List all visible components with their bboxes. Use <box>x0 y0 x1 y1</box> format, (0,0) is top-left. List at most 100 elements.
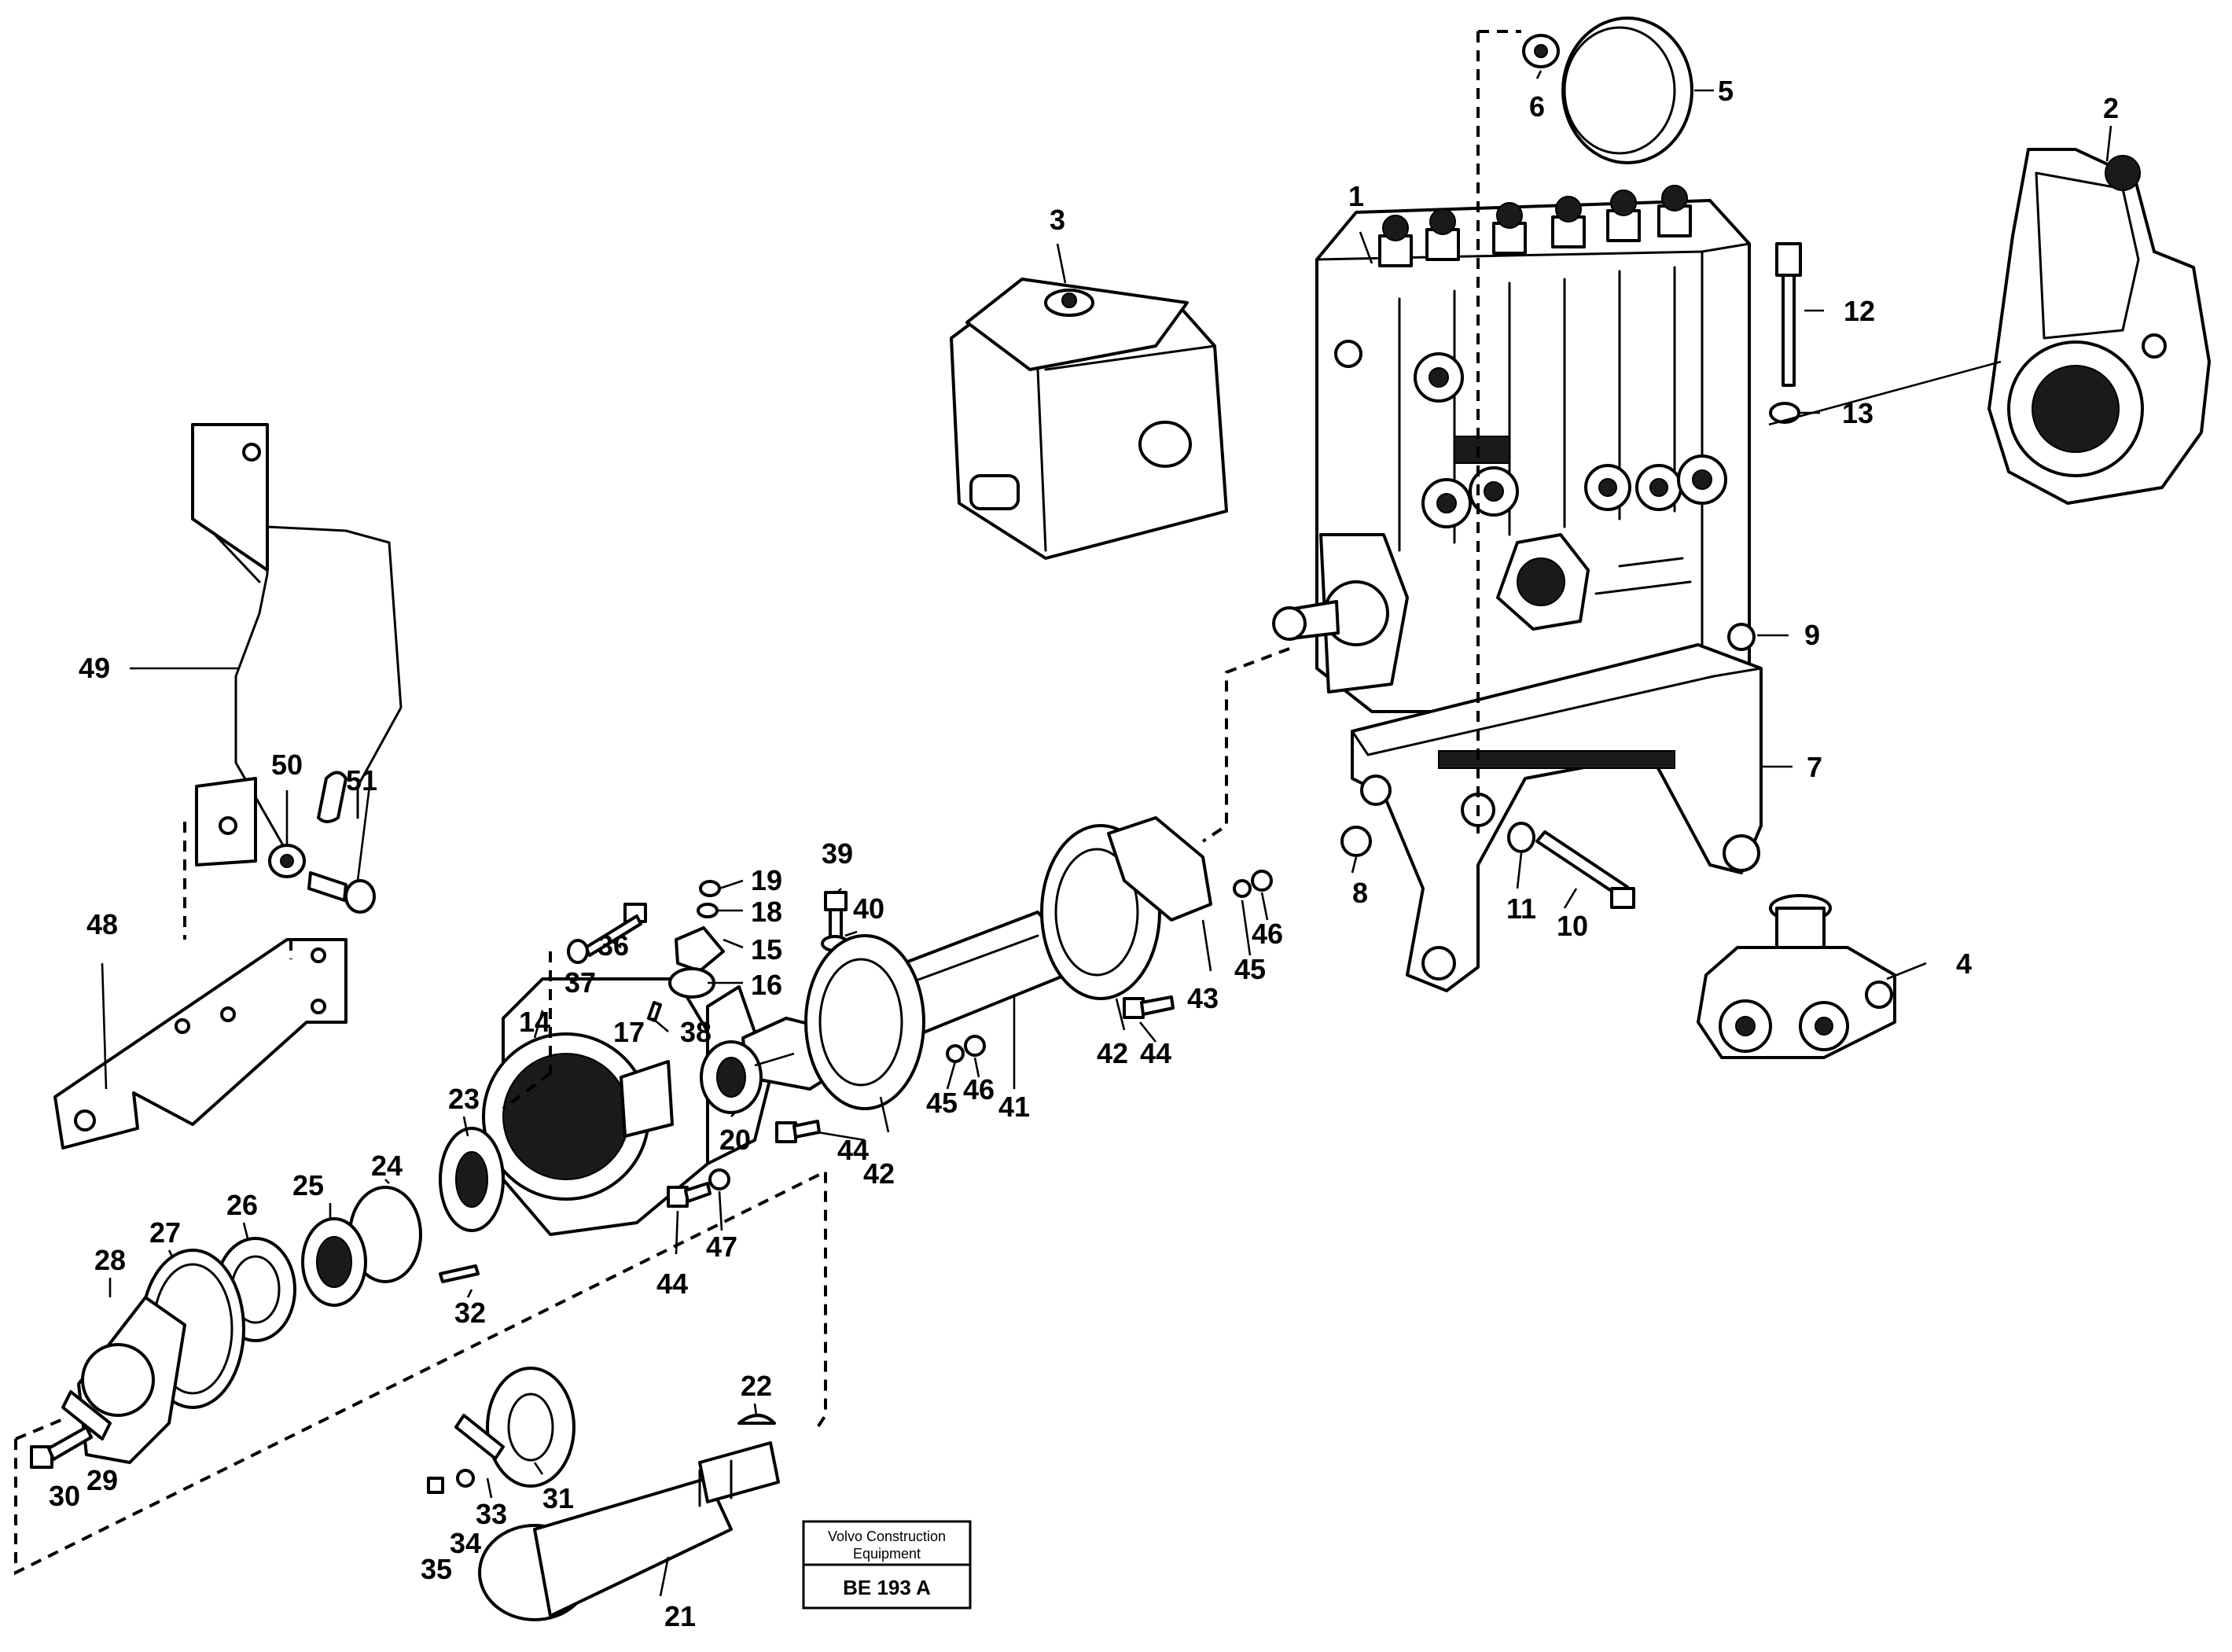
callout-15: 15 <box>751 933 782 966</box>
callout-44b: 44 <box>837 1134 869 1166</box>
callout-8: 8 <box>1352 877 1368 909</box>
callout-16: 16 <box>751 969 782 1001</box>
callout-17: 17 <box>613 1016 645 1048</box>
leader-lines <box>101 70 2112 1597</box>
screw-17 <box>647 1001 662 1022</box>
callout-5: 5 <box>1718 75 1734 107</box>
callout-36: 36 <box>598 929 629 962</box>
bush-20 <box>700 1040 763 1114</box>
callout-45b: 45 <box>926 1087 958 1119</box>
key-22 <box>737 1414 776 1425</box>
callout-3: 3 <box>1050 204 1065 236</box>
cover-plate-28 <box>77 1296 186 1464</box>
bolt-39 <box>824 891 848 939</box>
callout-47: 47 <box>706 1231 737 1263</box>
bracket-49 <box>191 423 403 874</box>
lock-washer-33 <box>454 1414 505 1460</box>
callout-7: 7 <box>1807 751 1822 783</box>
callout-26: 26 <box>226 1189 258 1221</box>
sleeve-25 <box>301 1217 367 1307</box>
callout-51: 51 <box>346 764 377 797</box>
callout-32: 32 <box>454 1297 486 1329</box>
bolt-30 <box>30 1426 93 1469</box>
callout-20: 20 <box>719 1124 751 1156</box>
callout-43: 43 <box>1187 982 1219 1014</box>
camshaft <box>478 1441 780 1621</box>
washer-45a <box>1233 879 1252 898</box>
dashed-connectors <box>14 30 1521 1576</box>
callout-12: 12 <box>1844 295 1875 327</box>
washer-47 <box>708 1168 730 1190</box>
callout-23: 23 <box>448 1083 480 1115</box>
callout-18: 18 <box>751 896 782 928</box>
callout-31: 31 <box>542 1482 574 1514</box>
callout-45a: 45 <box>1234 953 1266 985</box>
callout-30: 30 <box>49 1480 80 1512</box>
nut-46a <box>1251 870 1273 892</box>
callout-4: 4 <box>1956 947 1972 980</box>
washer-37 <box>567 939 589 964</box>
drive-gear-23 <box>439 1127 505 1232</box>
feed-pump <box>1697 894 1896 1059</box>
bolt-35 <box>427 1477 444 1494</box>
callout-28: 28 <box>94 1244 126 1276</box>
callout-50: 50 <box>271 749 303 781</box>
bolt-44b <box>775 1120 821 1143</box>
bolt-12 <box>1775 242 1802 387</box>
callout-42b: 42 <box>1097 1037 1128 1069</box>
title-block: Volvo Construction Equipment BE 193 A <box>802 1520 972 1610</box>
nut-19 <box>699 880 721 897</box>
gear-31 <box>486 1367 575 1488</box>
bolt-44c <box>667 1182 712 1208</box>
governor-housing <box>1987 148 2211 505</box>
nut-8 <box>1340 826 1372 857</box>
callout-35: 35 <box>421 1553 452 1585</box>
callout-33: 33 <box>476 1498 507 1530</box>
callout-9: 9 <box>1804 619 1820 651</box>
callout-49: 49 <box>79 652 110 684</box>
callout-25: 25 <box>292 1169 324 1201</box>
washer-50 <box>268 844 306 878</box>
bolt-44a <box>1123 995 1175 1019</box>
callout-42a: 42 <box>863 1157 895 1190</box>
coupling-flange-42 <box>804 934 925 1110</box>
callout-38: 38 <box>680 1016 712 1048</box>
callout-2: 2 <box>2103 92 2119 124</box>
callout-40: 40 <box>853 892 884 925</box>
callout-46b: 46 <box>963 1073 995 1106</box>
pin-32 <box>439 1264 480 1283</box>
washer-6 <box>1522 34 1560 68</box>
callout-22: 22 <box>741 1370 772 1402</box>
washer-11 <box>1507 822 1535 853</box>
lock-plate-29 <box>61 1390 112 1440</box>
coupling-half-43 <box>1107 816 1212 922</box>
callout-27: 27 <box>149 1216 181 1249</box>
callout-37: 37 <box>564 966 596 999</box>
bolt-10 <box>1535 830 1635 909</box>
callout-1: 1 <box>1348 180 1364 212</box>
washer-18 <box>697 903 719 918</box>
callout-41: 41 <box>998 1091 1030 1123</box>
washer-45b <box>946 1044 965 1063</box>
callout-24: 24 <box>371 1150 403 1182</box>
screw-51 <box>307 871 376 914</box>
callout-44a: 44 <box>1140 1037 1171 1069</box>
inspection-cover <box>1561 17 1693 164</box>
valve-15-16 <box>668 926 725 999</box>
callout-29: 29 <box>86 1464 118 1496</box>
title-block-line1: Volvo Construction <box>828 1529 946 1544</box>
title-block-line2: Equipment <box>853 1546 921 1562</box>
callout-10: 10 <box>1557 910 1588 942</box>
nut-46b <box>964 1035 986 1057</box>
callout-39: 39 <box>822 837 853 870</box>
callout-48: 48 <box>86 908 118 940</box>
callout-14: 14 <box>519 1006 550 1038</box>
cover-housing <box>950 278 1228 560</box>
callout-34: 34 <box>450 1527 481 1559</box>
callout-44c: 44 <box>656 1268 688 1300</box>
nut-9 <box>1727 623 1756 651</box>
title-block-code: BE 193 A <box>843 1576 931 1599</box>
callout-46a: 46 <box>1252 918 1283 950</box>
callout-19: 19 <box>751 864 782 896</box>
